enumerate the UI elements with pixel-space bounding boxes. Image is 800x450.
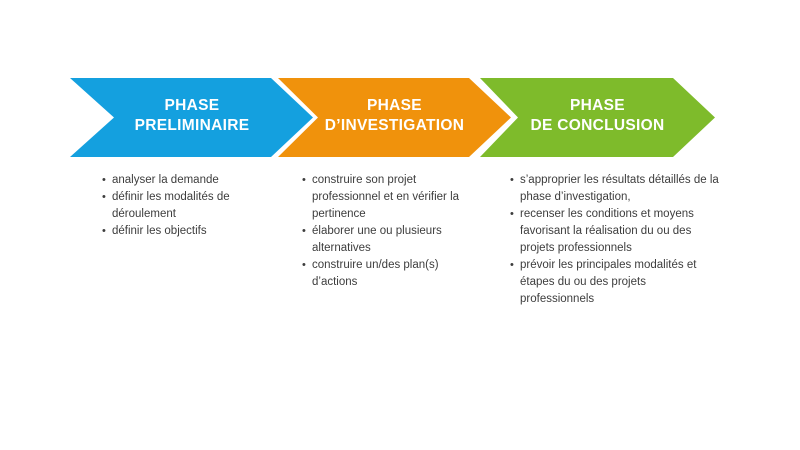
- bullet-item: prévoir les principales modalités et éta…: [508, 257, 720, 308]
- bullet-item: construire un/des plan(s) d’actions: [300, 257, 484, 291]
- phase-conclusion-arrow: [480, 78, 715, 157]
- phase-1-title: PHASE PRELIMINAIRE: [70, 96, 314, 136]
- bullet-item: recenser les conditions et moyens favori…: [508, 206, 720, 257]
- phase-3-title-line2: DE CONCLUSION: [530, 117, 665, 134]
- bullet-item: élaborer une ou plusieurs alternatives: [300, 223, 484, 257]
- phase-3-title: PHASE DE CONCLUSION: [480, 96, 715, 136]
- phase-preliminaire-arrow: [70, 78, 313, 157]
- bullet-item: définir les modalités de déroulement: [100, 189, 274, 223]
- phase-2-title: PHASE D’INVESTIGATION: [278, 96, 511, 136]
- phase-1-bullets: analyser la demande définir les modalité…: [100, 172, 274, 240]
- bullet-item: construire son projet professionnel et e…: [300, 172, 484, 223]
- phase-2-title-line2: D’INVESTIGATION: [324, 117, 465, 134]
- bullet-item: définir les objectifs: [100, 223, 274, 240]
- phase-2-title-line1: PHASE: [367, 97, 422, 114]
- phase-3-title-line1: PHASE: [570, 97, 625, 114]
- phase-3-bullets: s’approprier les résultats détaillés de …: [508, 172, 720, 308]
- phase-investigation-arrow: [278, 78, 511, 157]
- phase-2-bullets: construire son projet professionnel et e…: [300, 172, 484, 291]
- bullet-item: analyser la demande: [100, 172, 274, 189]
- bullet-item: s’approprier les résultats détaillés de …: [508, 172, 720, 206]
- phase-1-title-line2: PRELIMINAIRE: [134, 117, 250, 134]
- phase-1-title-line1: PHASE: [164, 97, 220, 114]
